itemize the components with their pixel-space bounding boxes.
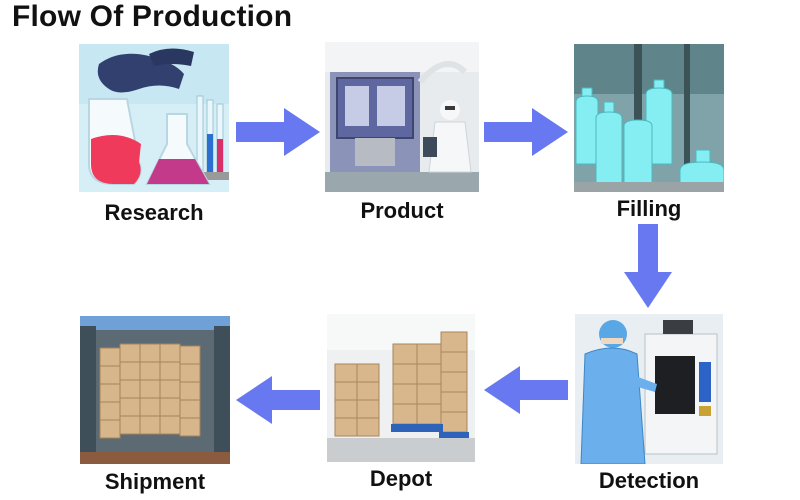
factory-machine-icon bbox=[325, 42, 479, 192]
step-label-research: Research bbox=[104, 200, 204, 225]
shipping-container-icon bbox=[80, 316, 230, 464]
arrow-left-1 bbox=[484, 366, 568, 414]
arrow-left-2 bbox=[236, 376, 320, 424]
arrow-right-1 bbox=[236, 108, 320, 156]
arrow-down bbox=[624, 224, 672, 308]
step-label-product: Product bbox=[360, 198, 444, 223]
filling-photo bbox=[574, 44, 724, 192]
depot-photo bbox=[327, 314, 475, 462]
warehouse-boxes-icon bbox=[327, 314, 475, 462]
shipment-photo bbox=[80, 316, 230, 464]
step-label-depot: Depot bbox=[369, 466, 433, 491]
step-label-shipment: Shipment bbox=[104, 469, 206, 494]
step-label-filling: Filling bbox=[616, 196, 682, 221]
test-chamber-icon bbox=[575, 314, 723, 464]
product-photo bbox=[325, 42, 479, 192]
lab-flask-icon bbox=[79, 44, 229, 192]
detection-photo bbox=[575, 314, 723, 464]
page-title: Flow Of Production bbox=[12, 0, 293, 33]
bottle-filling-icon bbox=[574, 44, 724, 192]
step-label-detection: Detection bbox=[598, 468, 700, 493]
research-photo bbox=[79, 44, 229, 192]
arrow-right-2 bbox=[484, 108, 568, 156]
